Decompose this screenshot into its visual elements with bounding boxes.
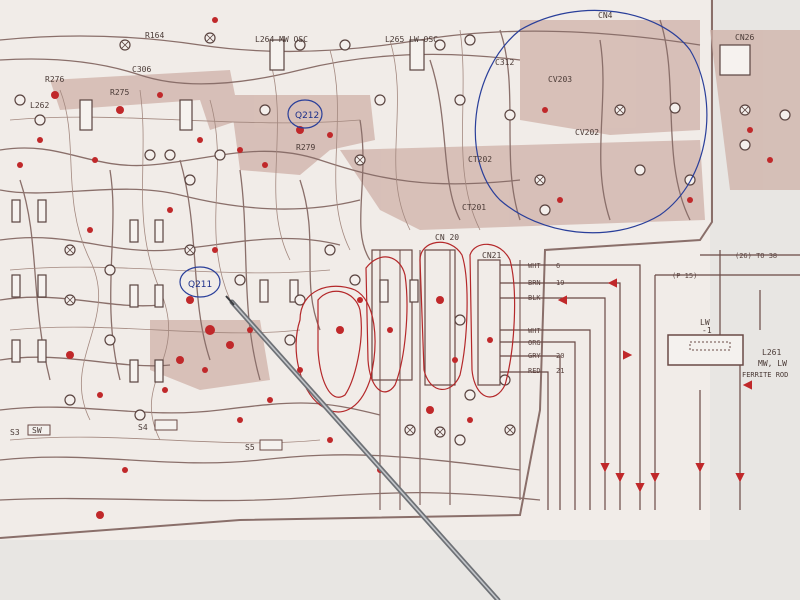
label-q211: Q211 bbox=[188, 280, 212, 290]
label-cv203: CV203 bbox=[548, 75, 572, 84]
label-s3: S3 bbox=[10, 428, 20, 437]
right-panel-labels: LW -1 L261 MW, LW FERRITE ROD bbox=[700, 318, 788, 379]
label-sw: SW bbox=[32, 426, 42, 435]
wire-brn: BRN bbox=[528, 279, 541, 287]
label-lw: LW bbox=[700, 318, 710, 327]
label-r164: R164 bbox=[145, 31, 164, 40]
component-labels: R164 L264 MW OSC L265 LW OSC C312 CV203 … bbox=[10, 11, 754, 452]
wiring-lines bbox=[500, 250, 800, 510]
label-r279: R279 bbox=[296, 143, 315, 152]
label-s5: S5 bbox=[245, 443, 255, 452]
blue-pen-annotations bbox=[179, 9, 708, 298]
wire-color-labels: WHT 6 BRN 19 BLK WHT ORG GRY 20 RED 21 (… bbox=[528, 252, 777, 375]
label-c306: C306 bbox=[132, 65, 151, 74]
label-r275: R275 bbox=[110, 88, 129, 97]
label-lw-1: -1 bbox=[702, 326, 712, 335]
switch-markers bbox=[27, 419, 283, 451]
label-s4: S4 bbox=[138, 423, 148, 432]
ferrite-coil bbox=[667, 334, 744, 366]
wire-red: RED bbox=[528, 367, 541, 375]
label-l264: L264 MW OSC bbox=[255, 35, 308, 44]
probe-needle bbox=[225, 295, 501, 600]
label-cn26: CN26 bbox=[735, 33, 754, 42]
label-cn20: CN 20 bbox=[435, 233, 459, 242]
label-mw-lw: MW, LW bbox=[758, 359, 787, 368]
wire-blk: BLK bbox=[528, 294, 541, 302]
wire-num-21: 21 bbox=[556, 367, 564, 375]
wire-gry: GRY bbox=[528, 352, 541, 360]
transistor-labels: Q212 Q211 bbox=[188, 111, 319, 290]
wire-num-19: 19 bbox=[556, 279, 564, 287]
label-l262: L262 bbox=[30, 101, 49, 110]
label-q212: Q212 bbox=[295, 111, 319, 121]
label-ct202: CT202 bbox=[468, 155, 492, 164]
wire-wht: WHT bbox=[528, 262, 541, 270]
wire-wht2: WHT bbox=[528, 327, 541, 335]
label-cv202: CV202 bbox=[575, 128, 599, 137]
label-ferrite: FERRITE ROD bbox=[742, 371, 788, 379]
label-c312: C312 bbox=[495, 58, 514, 67]
wire-to-label: (26) TO 38 bbox=[735, 252, 777, 260]
wire-num-20: 20 bbox=[556, 352, 564, 360]
solder-pads bbox=[14, 32, 791, 446]
wire-num-6: 6 bbox=[556, 262, 560, 270]
label-cn21: CN21 bbox=[482, 251, 501, 260]
pad-crosses bbox=[66, 34, 749, 436]
pcb-traces bbox=[0, 19, 701, 510]
label-ct201: CT201 bbox=[462, 203, 486, 212]
label-l265: L265 LW OSC bbox=[385, 35, 438, 44]
wiring-red-arrows bbox=[557, 278, 752, 493]
label-l261: L261 bbox=[762, 348, 781, 357]
label-r276: R276 bbox=[45, 75, 64, 84]
wire-p15: (P 15) bbox=[672, 272, 697, 280]
wire-org: ORG bbox=[528, 339, 541, 347]
pcb-traces-thin bbox=[9, 29, 481, 444]
component-bodies bbox=[11, 39, 751, 383]
label-cn4: CN4 bbox=[598, 11, 613, 20]
